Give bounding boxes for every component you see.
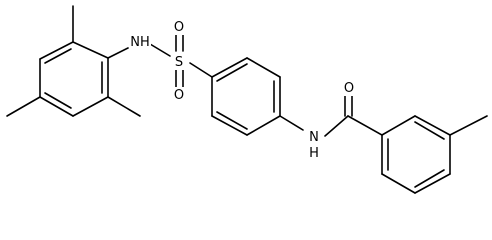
bond-n-c bbox=[324, 115, 349, 137]
methyl-bond-right bbox=[449, 115, 488, 136]
bond-c-ring bbox=[347, 115, 383, 136]
central-ring bbox=[211, 57, 281, 136]
atom-hydrogen-amide: H bbox=[309, 146, 319, 161]
methyl-bond-left bbox=[6, 96, 41, 117]
atom-nitrogen-amide: N bbox=[309, 130, 319, 145]
methyl-bond-bottom bbox=[107, 96, 141, 117]
bond-ring-nh bbox=[107, 47, 129, 59]
toluyl-methyl-group bbox=[449, 115, 488, 136]
mesityl-methyl-groups bbox=[6, 5, 141, 117]
atom-labels: NH S O O N H O bbox=[129, 19, 357, 161]
atom-oxygen-carbonyl: O bbox=[344, 81, 354, 96]
atom-nh-sulfonamide: NH bbox=[130, 35, 150, 50]
atom-sulfur: S bbox=[175, 55, 183, 70]
bond-nh-s bbox=[149, 43, 171, 57]
atom-oxygen-bottom: O bbox=[174, 88, 184, 103]
mesityl-ring bbox=[39, 41, 109, 117]
sulfonamide-group bbox=[107, 33, 213, 88]
bond-s-ring bbox=[189, 62, 213, 78]
atom-oxygen-top: O bbox=[174, 20, 184, 35]
molecule-structure-diagram: NH S O O N H O bbox=[6, 5, 488, 194]
bond-ring-n bbox=[279, 115, 304, 131]
toluyl-ring bbox=[381, 115, 451, 194]
amide-group bbox=[279, 95, 383, 137]
